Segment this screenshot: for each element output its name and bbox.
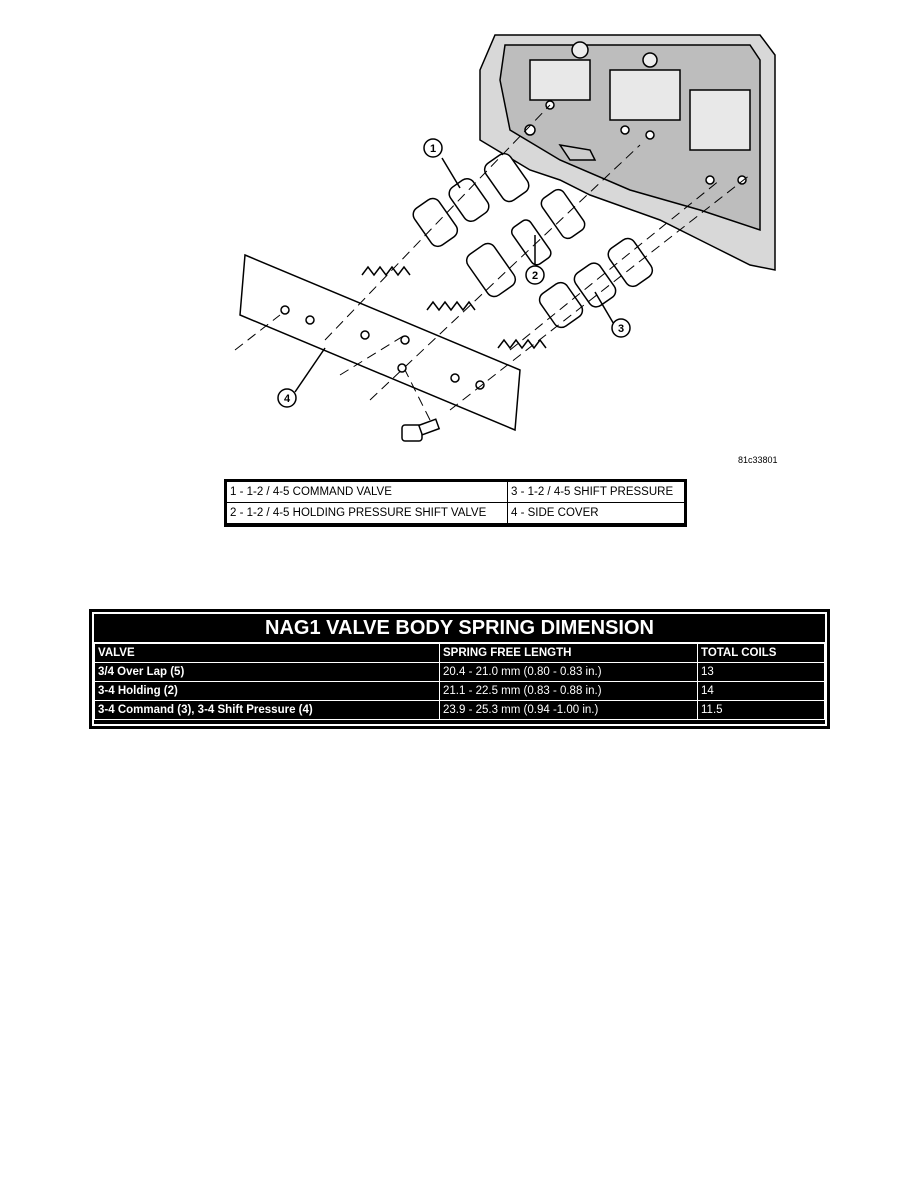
- shift-pressure-valve: [538, 237, 654, 329]
- header-spring-free-length: SPRING FREE LENGTH: [439, 642, 698, 663]
- legend-item-2: 2 - 1-2 / 4-5 HOLDING PRESSURE SHIFT VAL…: [226, 502, 508, 524]
- callout-2: 2: [532, 270, 538, 282]
- table-row: 3-4 Holding (2) 21.1 - 22.5 mm (0.83 - 0…: [94, 681, 825, 701]
- table-header-row: VALVE SPRING FREE LENGTH TOTAL COILS: [94, 642, 825, 663]
- valve-name: 3-4 Holding (2): [94, 681, 440, 701]
- callout-4: 4: [284, 393, 291, 405]
- total-coils: 14: [697, 681, 825, 701]
- bolt: [401, 418, 441, 442]
- springs: [361, 265, 547, 350]
- header-valve: VALVE: [94, 642, 440, 663]
- total-coils: 11.5: [697, 700, 825, 720]
- legend-item-4: 4 - SIDE COVER: [507, 502, 685, 524]
- valve-body-illustration: 1 2 3 4: [234, 34, 776, 442]
- legend-row: 2 - 1-2 / 4-5 HOLDING PRESSURE SHIFT VAL…: [226, 502, 685, 524]
- table-title: NAG1 VALVE BODY SPRING DIMENSION: [94, 614, 825, 644]
- figure-legend: 1 - 1-2 / 4-5 COMMAND VALVE 3 - 1-2 / 4-…: [224, 479, 687, 527]
- callout-3: 3: [618, 323, 624, 335]
- valve-name: 3/4 Over Lap (5): [94, 662, 440, 682]
- table-row: 3/4 Over Lap (5) 20.4 - 21.0 mm (0.80 - …: [94, 662, 825, 682]
- table-row: 3-4 Command (3), 3-4 Shift Pressure (4) …: [94, 700, 825, 720]
- spring-dimension-table: NAG1 VALVE BODY SPRING DIMENSION VALVE S…: [89, 609, 830, 729]
- spring-length: 23.9 - 25.3 mm (0.94 -1.00 in.): [439, 700, 698, 720]
- legend-item-3: 3 - 1-2 / 4-5 SHIFT PRESSURE: [507, 481, 685, 503]
- side-cover: [239, 253, 521, 432]
- holding-pressure-shift-valve: [465, 188, 586, 298]
- legend-item-1: 1 - 1-2 / 4-5 COMMAND VALVE: [226, 481, 508, 503]
- legend-row: 1 - 1-2 / 4-5 COMMAND VALVE 3 - 1-2 / 4-…: [226, 481, 685, 503]
- header-total-coils: TOTAL COILS: [697, 642, 825, 663]
- valve-name: 3-4 Command (3), 3-4 Shift Pressure (4): [94, 700, 440, 720]
- total-coils: 13: [697, 662, 825, 682]
- spring-length: 20.4 - 21.0 mm (0.80 - 0.83 in.): [439, 662, 698, 682]
- valve-body-exploded-view: 1 2 3 4: [230, 30, 790, 470]
- callout-1: 1: [430, 143, 436, 155]
- figure-code: 81c33801: [738, 455, 778, 465]
- spring-length: 21.1 - 22.5 mm (0.83 - 0.88 in.): [439, 681, 698, 701]
